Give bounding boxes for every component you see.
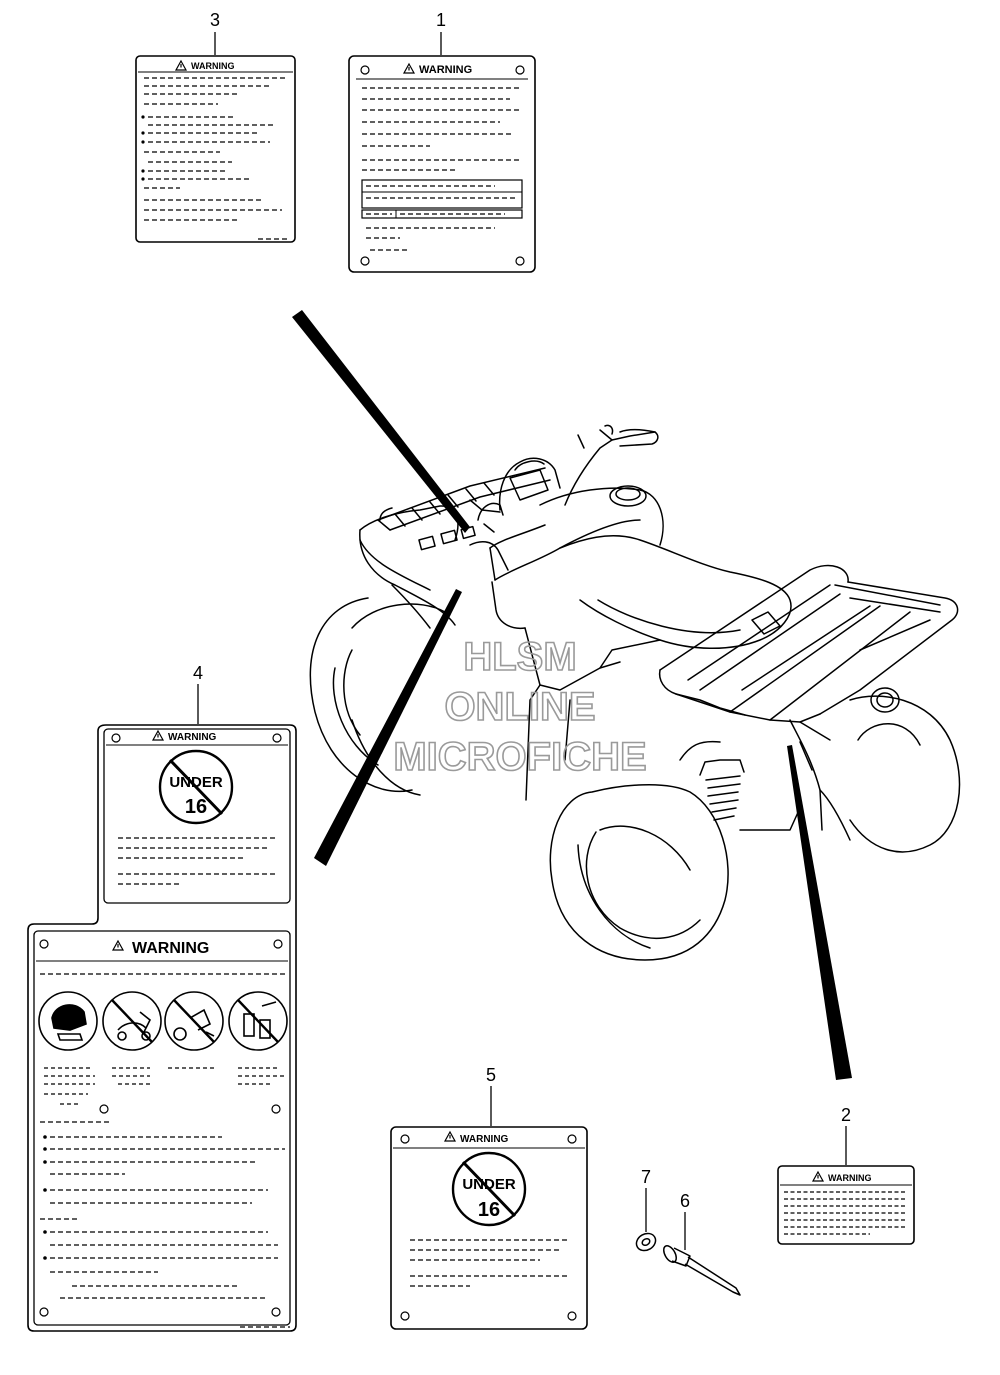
washer-part-7[interactable] bbox=[633, 1230, 658, 1254]
under-16-prohibition-icon: UNDER 16 bbox=[451, 1151, 527, 1227]
label-2-warning-decal[interactable]: WARNING bbox=[777, 1165, 915, 1245]
callout-3[interactable]: 3 bbox=[210, 10, 220, 30]
under-text: UNDER bbox=[169, 774, 223, 791]
callout-1[interactable]: 1 bbox=[436, 10, 446, 30]
callout-2[interactable]: 2 bbox=[841, 1105, 851, 1125]
callout-6[interactable]: 6 bbox=[680, 1191, 690, 1211]
watermark: HLSM ONLINE MICROFICHE bbox=[393, 634, 648, 780]
no-passenger-pictogram-icon bbox=[102, 991, 162, 1051]
callout-leaders bbox=[197, 32, 847, 1250]
callout-7[interactable]: 7 bbox=[641, 1167, 651, 1187]
label-1-warning-title: WARNING bbox=[419, 64, 472, 76]
no-alcohol-pictogram-icon bbox=[228, 991, 288, 1051]
rivet-part-6[interactable] bbox=[661, 1244, 741, 1296]
helmet-required-pictogram-icon bbox=[38, 991, 98, 1051]
watermark-line-2: ONLINE bbox=[444, 685, 595, 729]
callout-5[interactable]: 5 bbox=[486, 1065, 496, 1085]
age-16-text: 16 bbox=[185, 796, 207, 818]
watermark-line-3: MICROFICHE bbox=[393, 735, 646, 779]
callout-4[interactable]: 4 bbox=[193, 663, 203, 683]
label-4-upper-warning-title: WARNING bbox=[168, 732, 217, 743]
label-4-warning-decal[interactable]: WARNING UNDER 16 WARNING bbox=[27, 724, 297, 1332]
no-paved-roads-pictogram-icon bbox=[164, 991, 224, 1051]
leader-lines bbox=[292, 310, 852, 1080]
label-4-lower-warning-title: WARNING bbox=[132, 940, 209, 957]
label-3-warning-decal[interactable]: WARNING bbox=[135, 55, 296, 243]
label-1-warning-decal[interactable]: WARNING bbox=[348, 55, 536, 273]
atv-illustration bbox=[309, 424, 961, 961]
callout-numbers: 3 1 4 5 2 7 6 bbox=[193, 10, 851, 1211]
label-2-warning-title: WARNING bbox=[828, 1173, 872, 1183]
label-3-warning-title: WARNING bbox=[191, 61, 235, 71]
watermark-line-1: HLSM bbox=[463, 635, 576, 679]
label-5-warning-title: WARNING bbox=[460, 1134, 509, 1145]
under-16-prohibition-icon: UNDER 16 bbox=[158, 749, 234, 825]
age-16-text: 16 bbox=[478, 1199, 500, 1221]
under-text: UNDER bbox=[462, 1176, 516, 1193]
label-5-warning-decal[interactable]: WARNING UNDER 16 bbox=[390, 1126, 588, 1330]
